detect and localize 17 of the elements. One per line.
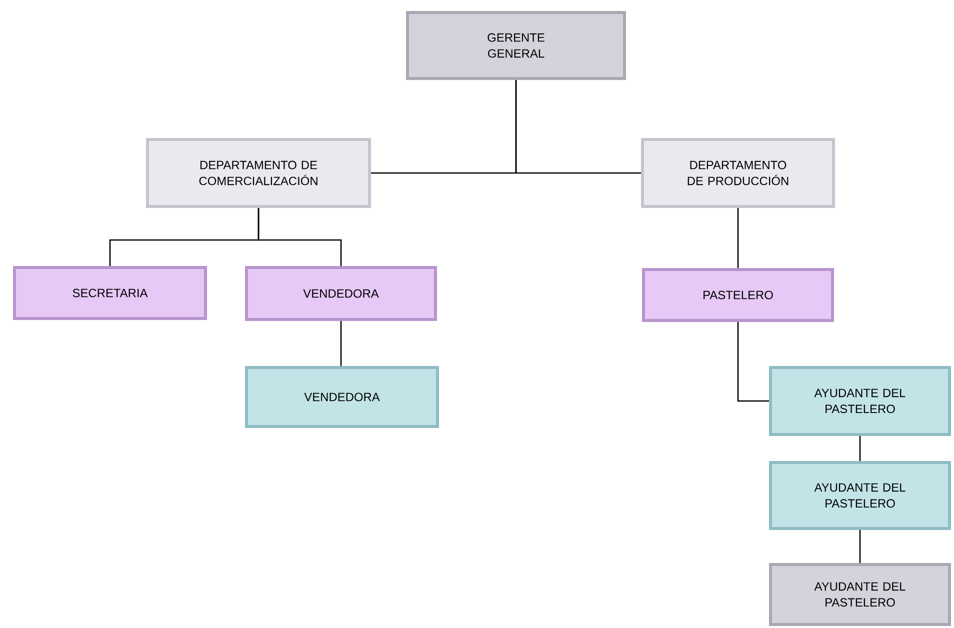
connector-line (737, 322, 769, 402)
connector-line (859, 436, 861, 461)
connector-line (258, 208, 342, 266)
org-box: PASTELERO (642, 268, 834, 322)
org-box: DEPARTAMENTO DE PRODUCCIÓN (641, 138, 835, 208)
connector-line (515, 80, 641, 174)
connector-line (340, 320, 342, 366)
org-box: AYUDANTE DEL PASTELERO (769, 366, 951, 436)
org-box: SECRETARIA (13, 266, 207, 320)
org-box: VENDEDORA (245, 366, 439, 428)
org-box: DEPARTAMENTO DE COMERCIALIZACIÓN (146, 138, 371, 208)
connector-line (859, 530, 861, 563)
org-box: AYUDANTE DEL PASTELERO (769, 460, 951, 530)
org-box: AYUDANTE DEL PASTELERO (769, 562, 951, 626)
org-box: VENDEDORA (245, 266, 437, 321)
org-box: GERENTE GENERAL (406, 11, 626, 80)
connector-line (737, 208, 739, 268)
